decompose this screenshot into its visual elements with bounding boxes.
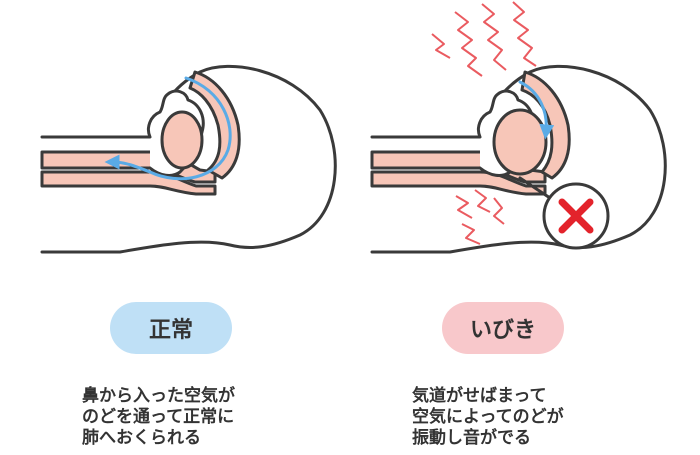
snoring-caption: 気道がせばまって 空気によってのどが 振動し音がでる xyxy=(412,386,564,449)
cross-icon xyxy=(558,198,594,234)
vibration-lines-throat xyxy=(455,189,505,245)
caption-line: 振動し音がでる xyxy=(412,428,531,448)
vibration-lines-top xyxy=(431,1,537,77)
snoring-label-badge: いびき xyxy=(442,302,564,354)
blocked-airflow-arrow xyxy=(518,80,555,140)
snoring-head-diagram xyxy=(370,1,667,254)
caption-line: 気道がせばまって xyxy=(412,386,547,406)
normal-label: 正常 xyxy=(148,318,193,343)
normal-label-badge: 正常 xyxy=(110,302,232,354)
caption-line: 肺へおくられる xyxy=(82,428,201,448)
caption-line: のどを通って正常に xyxy=(82,407,235,427)
caption-line: 空気によってのどが xyxy=(412,407,564,427)
caption-line: 鼻から入った空気が xyxy=(82,386,235,406)
normal-caption: 鼻から入った空気が のどを通って正常に 肺へおくられる xyxy=(82,386,235,449)
tongue xyxy=(160,110,204,170)
airflow-arrow xyxy=(104,76,232,181)
snoring-label: いびき xyxy=(469,318,536,343)
tongue xyxy=(492,108,548,176)
normal-head-diagram xyxy=(40,64,337,254)
